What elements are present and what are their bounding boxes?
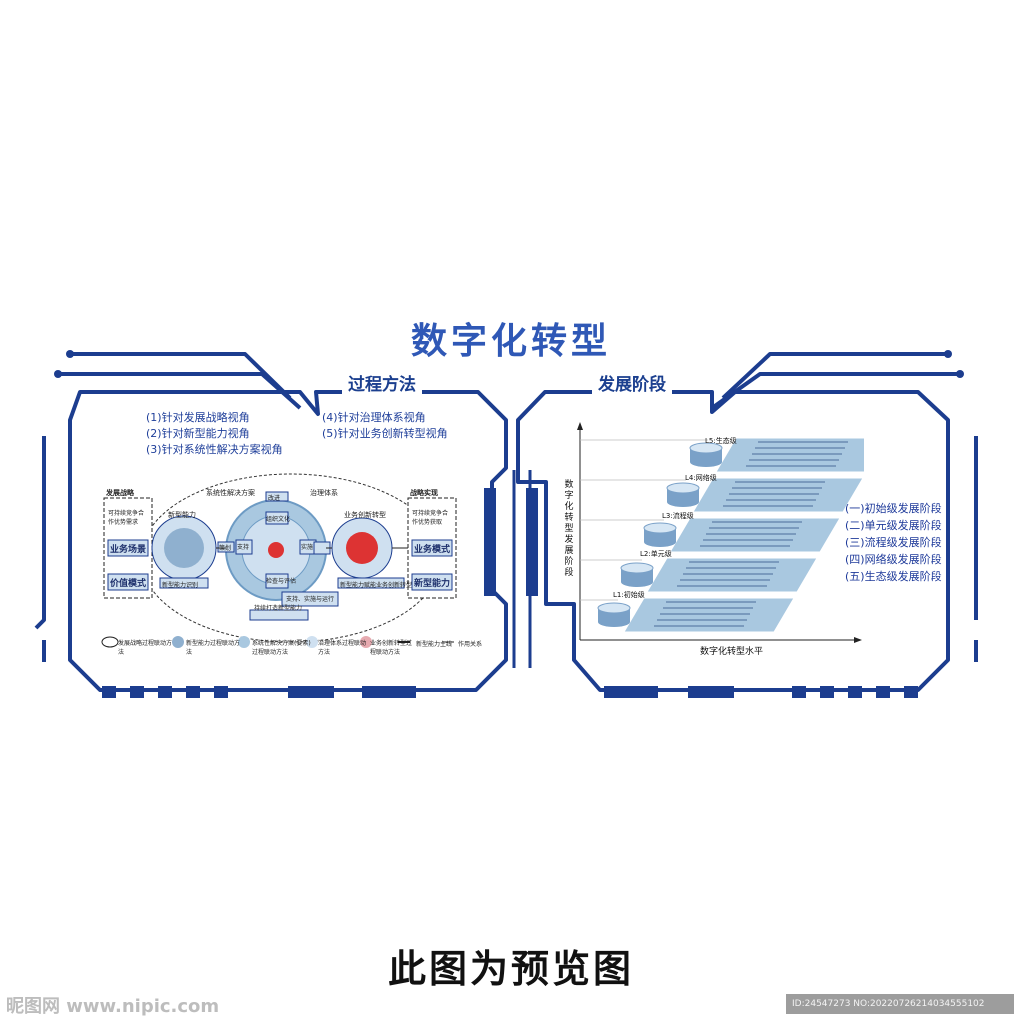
watermark-right: ID:24547273 NO:20220726214034555102 [786, 994, 1014, 1014]
level-label-1: L1:初始级 [613, 591, 645, 599]
level-label-5: L5:生态级 [705, 437, 737, 445]
preview-notice: 此图为预览图 [387, 947, 634, 991]
legend-6: 新型能力主线 [416, 641, 453, 648]
left-box-1-label: 业务场景 [109, 545, 146, 555]
right-box-2 [411, 573, 453, 591]
stage-cylinder-top [689, 442, 723, 454]
stage-cylinders [597, 442, 723, 627]
stage-cylinder-top [597, 602, 631, 614]
stage-cylinder-base [644, 537, 676, 547]
development-stage-chart [577, 422, 864, 643]
legend-5: 业务创新转型过程联动方法 [370, 640, 413, 656]
capability-plan-label: 新型能力识别 [162, 582, 199, 589]
check-label: 检查与评估 [266, 578, 297, 585]
watermark-left: 昵图网 www.nipic.com [6, 996, 220, 1017]
innovation-label: 业务创新转型 [344, 511, 386, 519]
plan-label: 策划 [219, 545, 232, 552]
stage-cylinder-base [690, 457, 722, 467]
stage-band [692, 477, 864, 513]
stage-item: (五)生态级发展阶段 [845, 570, 942, 583]
left-box-2-label: 价值模式 [109, 579, 146, 589]
legend-2: 新型能力过程联动方法 [186, 640, 241, 656]
stage-item: (二)单元级发展阶段 [845, 519, 942, 532]
left-panel-heading: 过程方法 [342, 370, 422, 395]
capability-plan-box [159, 577, 209, 589]
guide-lines [580, 439, 708, 601]
solution-core [268, 542, 284, 558]
main-title: 数字化转型 [410, 321, 611, 362]
stage-cylinder-top [666, 482, 700, 494]
stage-cylinder-base [621, 577, 653, 587]
legend-3: 系统性解决方案(要素)过程联动方法 [252, 640, 311, 656]
stage-band [646, 557, 818, 593]
perspective-item: (4)针对治理体系视角 [322, 411, 426, 424]
perspective-item: (5)针对业务创新转型视角 [322, 427, 448, 440]
perspective-item: (1)针对发展战略视角 [146, 411, 250, 424]
right-box-1 [411, 539, 453, 557]
governance-label: 治理体系 [310, 489, 338, 497]
right-box-2-label: 新型能力 [413, 579, 450, 589]
legend-4: 治理体系过程联动方法 [318, 640, 367, 656]
capability-box-label: 新型能力赋能业务创新转型 [340, 582, 413, 589]
improve-label: 改进 [268, 495, 281, 502]
stage-item: (三)流程级发展阶段 [845, 536, 942, 549]
legend-1: 发展战略过程联动方法 [118, 640, 173, 656]
left-group-title: 发展战略 [106, 489, 134, 497]
right-note: 可持续竞争合作优势获取 [412, 510, 449, 526]
implement-label: 实施 [301, 544, 314, 551]
build-label: 持续打造新型能力 [254, 605, 303, 612]
process-method-diagram [101, 473, 457, 648]
bottom-center-label: 支持、实施与运行 [286, 596, 335, 603]
left-box-1 [107, 539, 149, 557]
stage-item: (四)网络级发展阶段 [845, 553, 942, 566]
perspective-item: (2)针对新型能力视角 [146, 427, 250, 440]
right-panel-heading: 发展阶段 [592, 370, 672, 395]
solution-label: 系统性解决方案 [206, 489, 255, 497]
legend-icons [101, 636, 454, 648]
new-capability-label: 新型能力 [168, 511, 196, 519]
stage-band [715, 437, 864, 473]
level-label-2: L2:单元级 [640, 550, 672, 558]
stage-cylinder-base [667, 497, 699, 507]
stage-band [669, 517, 841, 553]
legend-7: 作用关系 [458, 641, 483, 648]
right-box-1-label: 业务模式 [413, 545, 450, 555]
stage-cylinder-base [598, 617, 630, 627]
capability-core [164, 528, 204, 568]
stage-band [623, 597, 795, 633]
support-label: 支持 [237, 544, 250, 551]
stage-item: (一)初始级发展阶段 [845, 502, 942, 515]
left-note: 可持续竞争合作优势需求 [108, 510, 145, 526]
perspectives-list-2: (4)针对治理体系视角 (5)针对业务创新转型视角 [322, 410, 448, 442]
perspective-item: (3)针对系统性解决方案视角 [146, 443, 283, 456]
x-axis-label: 数字化转型水平 [700, 647, 764, 657]
stage-bands [623, 437, 864, 633]
stage-cylinder-top [643, 522, 677, 534]
org-label: 组织文化 [266, 516, 291, 523]
y-axis-label: 数字化转型发展阶段 [564, 480, 574, 578]
innovation-core [346, 532, 378, 564]
right-group-title: 战略实现 [410, 489, 438, 497]
level-label-3: L3:流程级 [662, 512, 694, 520]
capability-empower-box [337, 577, 405, 589]
stage-cylinder-top [620, 562, 654, 574]
build-box [249, 609, 309, 621]
stage-list: (一)初始级发展阶段 (二)单元级发展阶段 (三)流程级发展阶段 (四)网络级发… [845, 500, 942, 585]
left-box-2 [107, 573, 149, 591]
level-label-4: L4:网络级 [685, 474, 717, 482]
perspectives-list-1: (1)针对发展战略视角 (2)针对新型能力视角 (3)针对系统性解决方案视角 [146, 410, 283, 458]
